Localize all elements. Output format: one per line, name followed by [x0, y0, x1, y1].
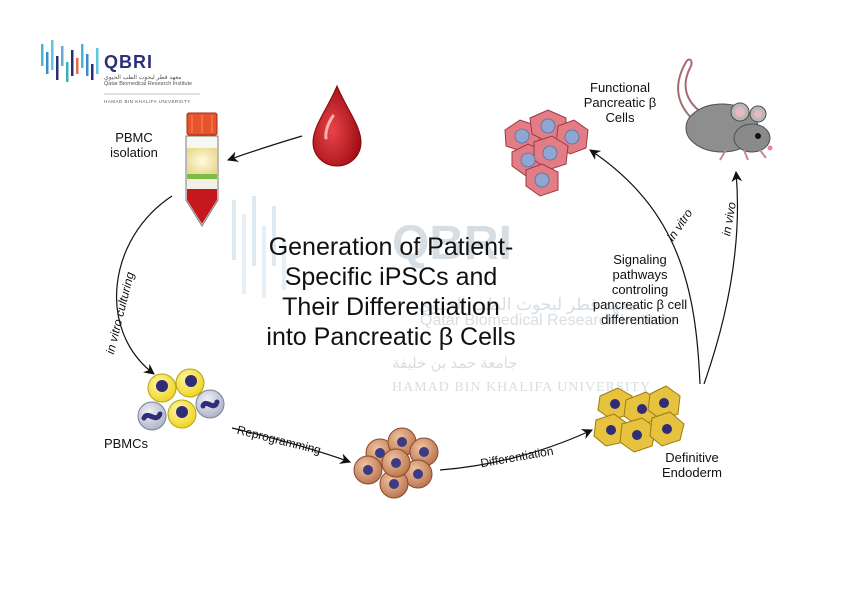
watermark-arabic-name: معهد قطر لبحوث الطب الحيوي	[418, 295, 638, 314]
label-definitive-endoderm: Definitive Endoderm	[662, 450, 722, 480]
qbri-logo-wordmark: QBRI	[104, 52, 153, 72]
mouse-icon	[677, 58, 773, 161]
watermark-university: HAMAD BIN KHALIFA UNIVERSITY	[392, 380, 652, 395]
watermark-wordmark: QBRI	[392, 217, 512, 270]
label-pbmcs: PBMCs	[103, 436, 149, 451]
qbri-logo-bars	[41, 40, 99, 82]
arrows	[115, 135, 743, 471]
label-signaling-pathways: Signaling pathways controling pancreatic…	[592, 252, 688, 327]
arrow-differentiation	[439, 429, 593, 471]
blood-drop-icon	[312, 84, 362, 167]
watermark-university-arabic: جامعة حمد بن خليفة	[392, 355, 518, 372]
label-functional-beta-cells: Functional Pancreatic β Cells	[583, 80, 657, 125]
watermark-bars	[232, 196, 286, 298]
arrow-in-vitro-culturing	[115, 195, 173, 375]
arrow-in-vivo	[703, 170, 743, 385]
watermark-english-name: Qatar Biomedical Research Institute	[420, 312, 677, 329]
qbri-logo-arabic: معهد قطر لبحوث الطب الحيوي	[104, 75, 182, 81]
endoderm-cluster	[593, 385, 685, 453]
beta-cell-cluster	[504, 109, 589, 197]
arrow-blood-to-tube	[226, 135, 303, 162]
ipsc-cluster	[353, 427, 439, 499]
arrow-in-vitro	[589, 149, 701, 385]
arrow-reprogramming	[231, 427, 352, 464]
diagram-title: Generation of Patient- Specific iPSCs an…	[266, 233, 516, 351]
qbri-logo-english: Qatar Biomedical Research Institute	[104, 81, 193, 87]
pbmc-tube-icon	[185, 112, 219, 227]
label-pbmc-isolation: PBMC isolation	[110, 130, 158, 160]
pbmcs-cluster	[137, 368, 225, 431]
qbri-logo-university: HAMAD BIN KHALIFA UNIVERSITY	[104, 99, 191, 104]
